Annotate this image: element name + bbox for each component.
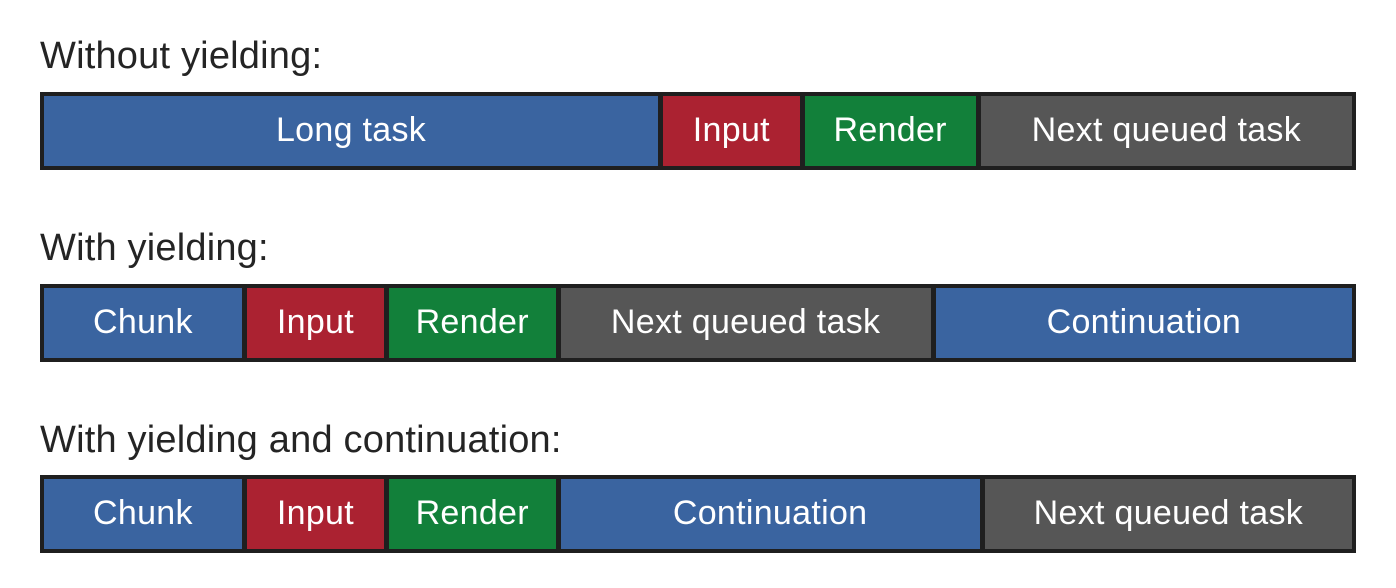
task-segment-long-task: Long task [44,95,659,166]
segment-label: Input [692,110,770,149]
task-segment-continuation: Continuation [560,479,980,550]
segment-label: Render [833,110,947,149]
segment-label: Render [415,302,529,341]
task-segment-render: Render [388,479,556,550]
task-segment-next-queued-task: Next queued task [980,95,1352,166]
task-bar: Chunk Input Render Next queued task Continua… [40,283,1356,362]
task-bar: Long task Input Render Next queued task [40,91,1356,170]
task-segment-chunk: Chunk [44,479,242,550]
segment-label: Continuation [672,494,868,533]
diagram-row: With yielding: Chunk Input Render Next queue… [40,226,1356,362]
segment-label: Next queued task [1031,110,1302,149]
segment-label: Chunk [93,302,193,341]
segment-label: Next queued task [610,302,881,341]
segment-label: Render [415,494,529,533]
task-segment-next-queued-task: Next queued task [984,479,1353,550]
segment-label: Next queued task [1033,494,1304,533]
task-segment-chunk: Chunk [44,287,242,358]
segment-label: Long task [275,110,427,149]
task-segment-input: Input [246,287,384,358]
segment-label: Continuation [1046,302,1242,341]
row-title: With yielding and continuation: [40,418,562,461]
segment-label: Chunk [93,494,193,533]
row-title: With yielding: [40,226,269,269]
task-segment-next-queued-task: Next queued task [560,287,931,358]
task-segment-input: Input [246,479,384,550]
task-segment-render: Render [804,95,976,166]
row-title: Without yielding: [40,35,323,77]
segment-label: Input [276,494,354,533]
diagram-row: With yielding and continuation: Chunk Inpu… [40,418,1356,554]
task-segment-render: Render [388,287,556,358]
segment-label: Input [276,302,354,341]
task-bar: Chunk Input Render Continuation Next queued … [40,475,1356,554]
task-segment-continuation: Continuation [935,287,1353,358]
task-segment-input: Input [663,95,800,166]
diagram-row: Without yielding: Long task Input Render Nex… [40,34,1356,170]
